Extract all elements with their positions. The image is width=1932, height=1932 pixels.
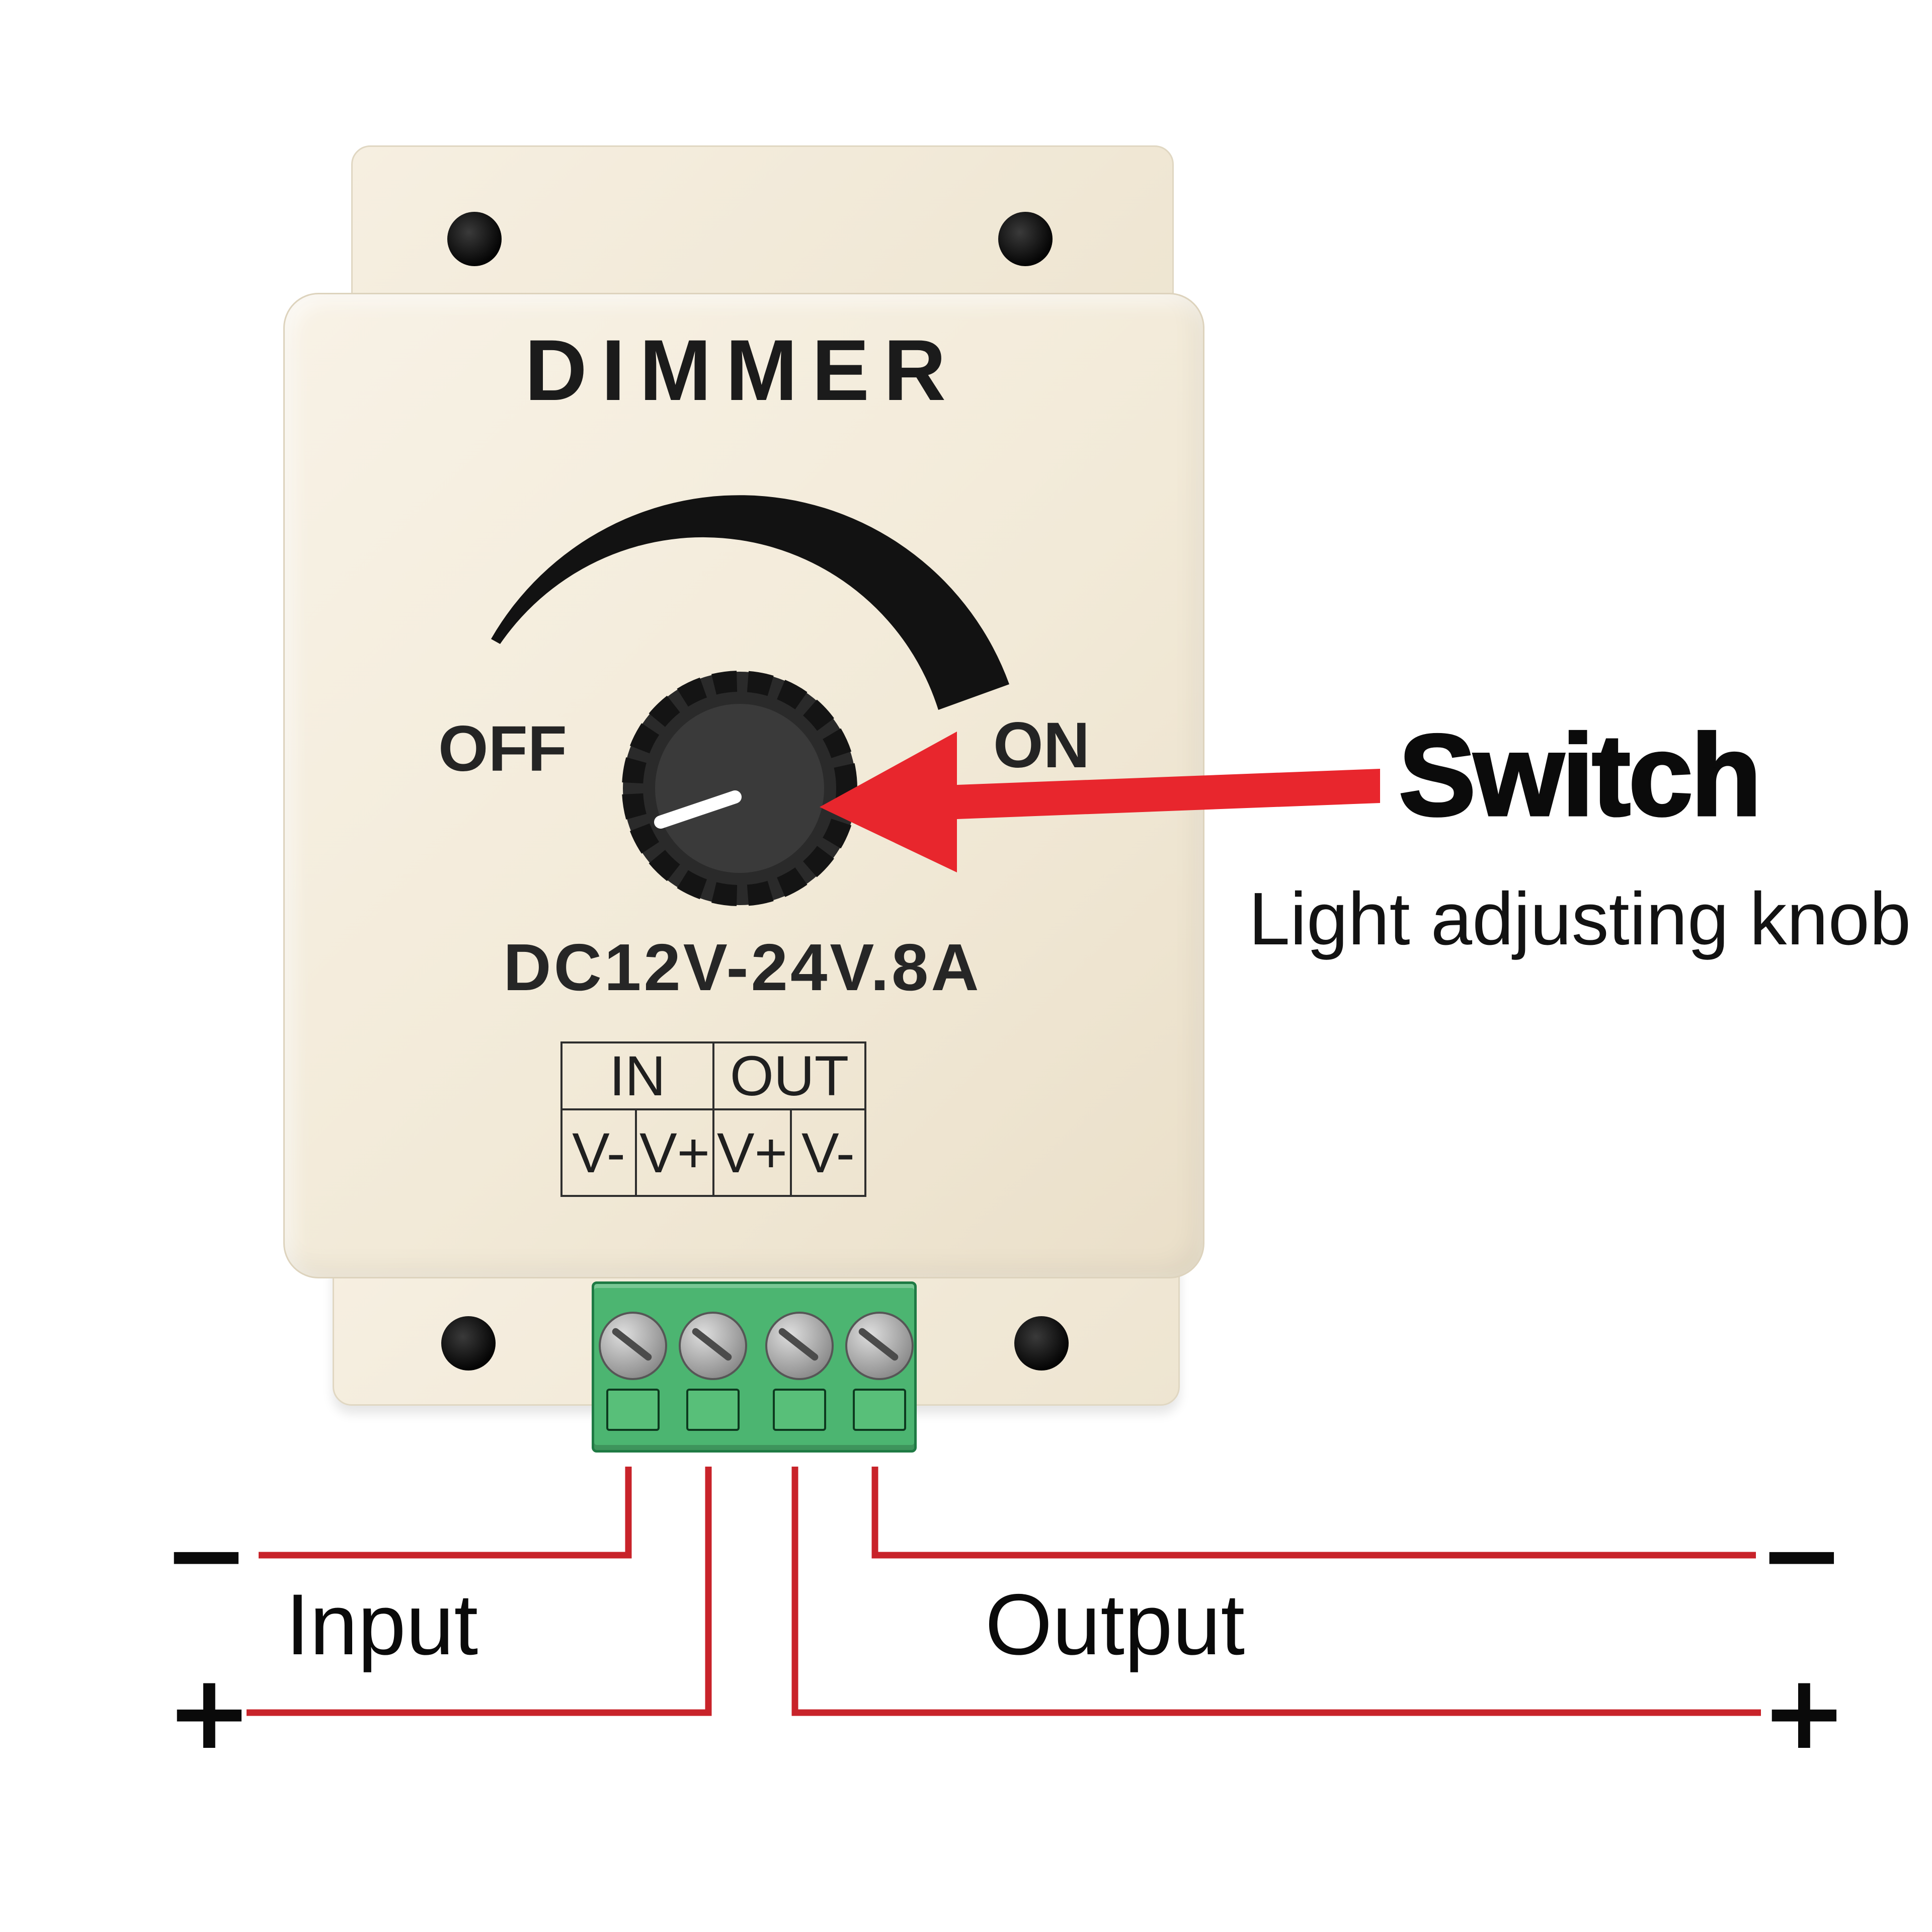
input-negative-wire — [259, 1467, 632, 1559]
dimmer-device: DIMMER OFF ON DC12V-24V.8A IN OUT V- V+ … — [283, 142, 1204, 1453]
screw-slot-icon — [610, 1326, 654, 1362]
terminal-pin-in-vminus: V- — [560, 1108, 637, 1197]
off-label: OFF — [438, 713, 567, 785]
mounting-hole-icon — [447, 212, 502, 266]
input-plus-sign: + — [166, 1653, 253, 1773]
wire-slot-icon — [606, 1389, 660, 1431]
terminal-pin-out-vplus: V+ — [712, 1108, 792, 1197]
switch-subtitle: Light adjusting knob — [1248, 877, 1911, 960]
mounting-hole-icon — [441, 1316, 496, 1371]
output-label: Output — [985, 1576, 1245, 1673]
rating-label: DC12V-24V.8A — [503, 930, 982, 1004]
terminal-header-in: IN — [560, 1041, 714, 1110]
output-minus-sign: − — [1758, 1495, 1845, 1615]
screw-slot-icon — [777, 1326, 820, 1362]
terminal-table: IN OUT V- V+ V+ V- — [560, 1041, 867, 1197]
wire-slot-icon — [773, 1389, 826, 1431]
terminal-screw-icon — [679, 1312, 747, 1380]
input-label: Input — [285, 1576, 478, 1673]
input-minus-sign: − — [163, 1495, 250, 1615]
wire-slot-icon — [853, 1389, 906, 1431]
mounting-hole-icon — [998, 212, 1053, 266]
terminal-pin-in-vplus: V+ — [635, 1108, 714, 1197]
output-plus-sign: + — [1761, 1653, 1847, 1773]
on-label: ON — [993, 709, 1090, 781]
terminal-pin-out-vminus: V- — [789, 1108, 867, 1197]
screw-slot-icon — [690, 1326, 734, 1362]
mounting-hole-icon — [1014, 1316, 1069, 1371]
terminal-screw-icon — [845, 1312, 914, 1380]
terminal-header-out: OUT — [712, 1041, 867, 1110]
terminal-screw-icon — [765, 1312, 834, 1380]
terminal-block — [592, 1281, 917, 1453]
device-title: DIMMER — [524, 322, 960, 419]
screw-slot-icon — [857, 1326, 900, 1362]
switch-title: Switch — [1397, 709, 1762, 841]
terminal-screw-icon — [599, 1312, 667, 1380]
wire-slot-icon — [686, 1389, 740, 1431]
output-negative-wire — [871, 1467, 1756, 1559]
output-positive-wire — [791, 1467, 1761, 1716]
